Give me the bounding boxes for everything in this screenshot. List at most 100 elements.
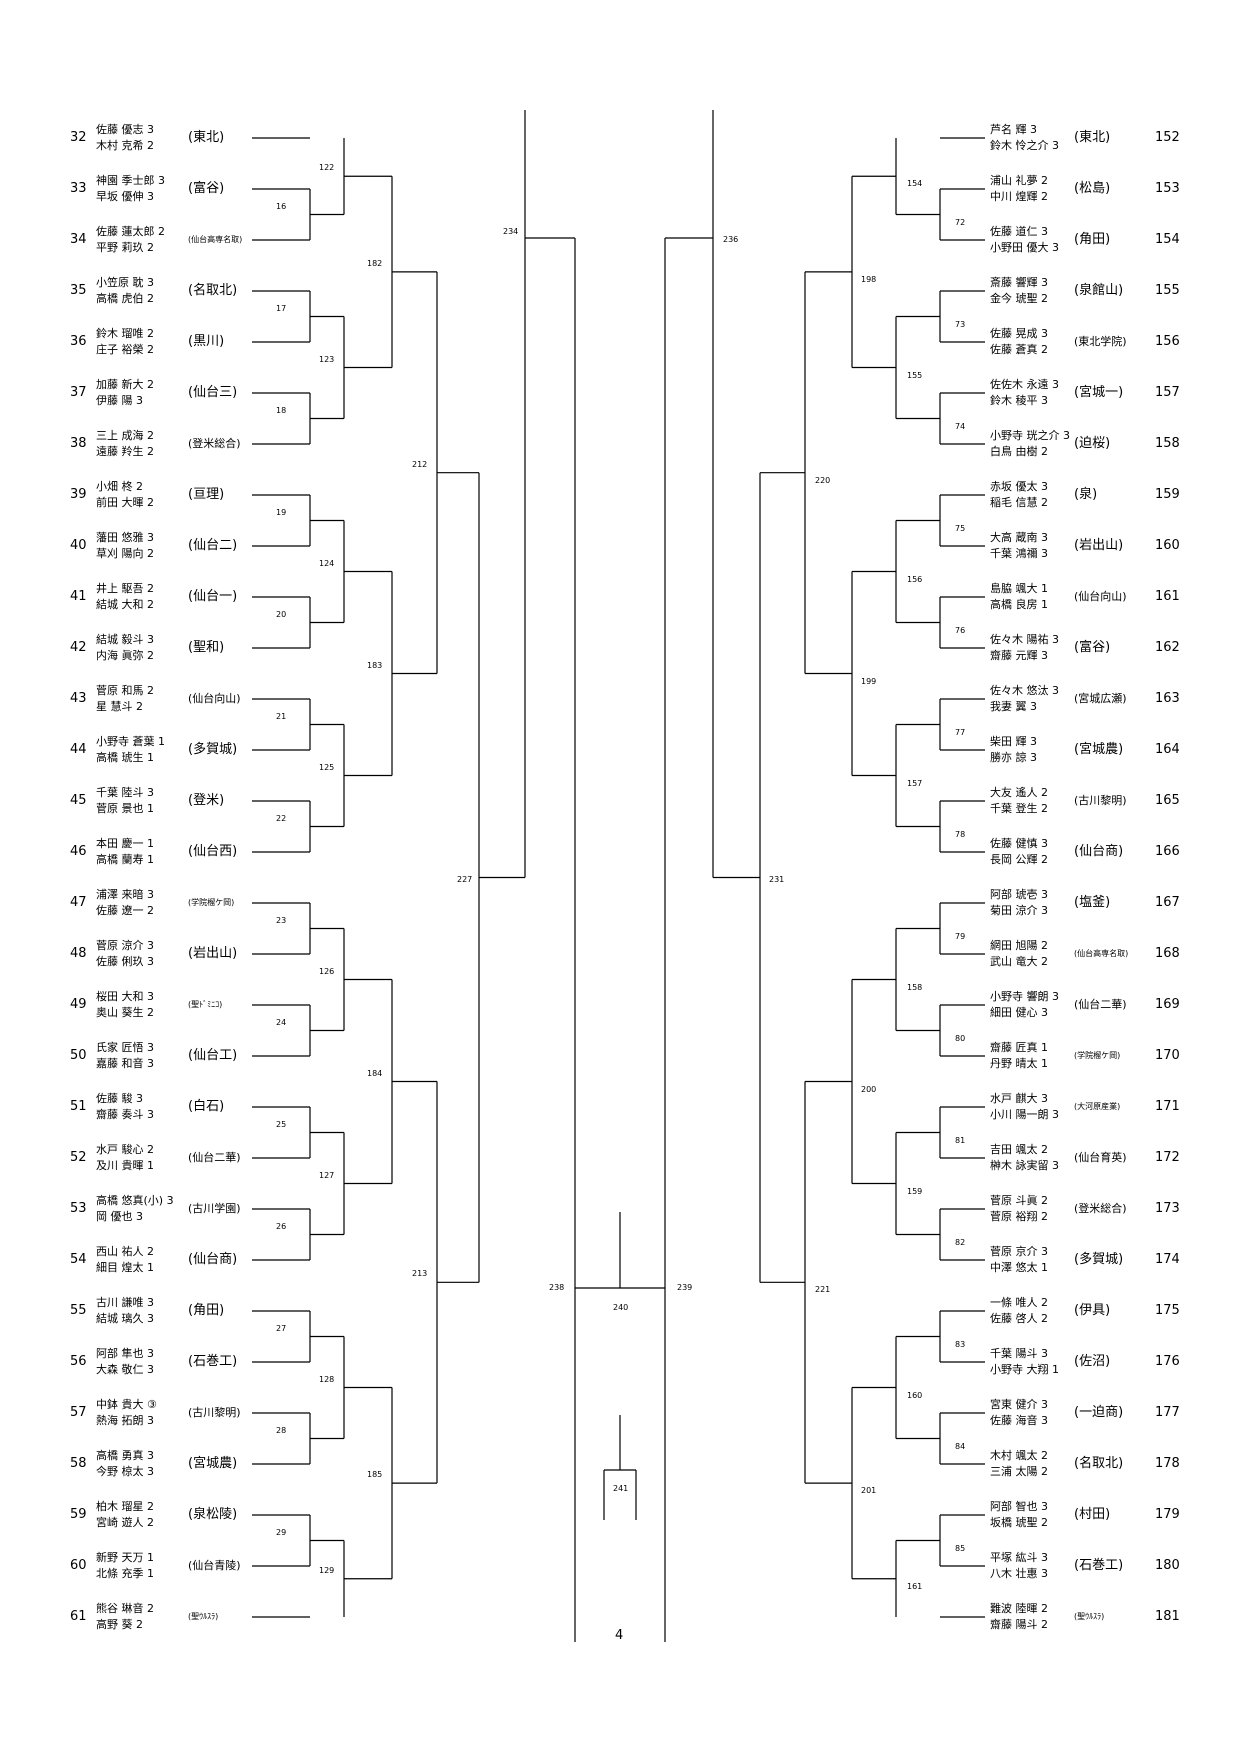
player-name: 高橋 良房 1 <box>990 598 1048 611</box>
match-number: 84 <box>955 1441 966 1451</box>
player-name: 斎藤 響輝 3 <box>990 276 1048 289</box>
school-name: (仙台二) <box>188 538 238 553</box>
school-name: (仙台二華) <box>188 1151 241 1164</box>
player-name: 丹野 晴太 1 <box>990 1057 1048 1070</box>
school-name: (多賀城) <box>188 742 238 757</box>
player-name: 小川 陽一朗 3 <box>990 1108 1059 1121</box>
player-name: 西山 祐人 2 <box>96 1245 154 1258</box>
school-name: (仙台商) <box>1074 844 1124 859</box>
match-number: 74 <box>955 421 966 431</box>
match-number: 72 <box>955 217 966 227</box>
match-number: 122 <box>319 163 335 173</box>
seed-number: 59 <box>70 1507 87 1522</box>
player-name: 今野 椋太 3 <box>96 1465 154 1478</box>
player-name: 一條 唯人 2 <box>990 1296 1048 1309</box>
match-number: 241 <box>613 1484 629 1493</box>
match-number: 240 <box>613 1303 629 1312</box>
player-name: 小野寺 蒼葉 1 <box>96 735 165 748</box>
player-name: 小野寺 大翔 1 <box>990 1363 1059 1376</box>
school-name: (富谷) <box>188 181 225 196</box>
seed-number: 48 <box>70 946 87 961</box>
match-number: 182 <box>367 258 383 268</box>
player-name: 遠藤 羚生 2 <box>96 445 154 458</box>
match-number: 227 <box>457 874 473 884</box>
player-name: 菅原 裕翔 2 <box>990 1210 1048 1223</box>
player-name: 平塚 紘斗 3 <box>990 1551 1048 1564</box>
school-name: (黒川) <box>188 334 225 349</box>
seed-number: 52 <box>70 1150 87 1165</box>
match-number: 29 <box>276 1527 287 1537</box>
player-name: 大友 遙人 2 <box>990 786 1048 799</box>
seed-number: 178 <box>1155 1456 1180 1471</box>
player-name: 我妻 翼 3 <box>990 700 1037 713</box>
school-name: (宮城農) <box>188 1456 238 1471</box>
seed-number: 53 <box>70 1201 87 1216</box>
school-name: (多賀城) <box>1074 1252 1124 1267</box>
school-name: (仙台高専名取) <box>1074 949 1129 958</box>
school-name: (泉館山) <box>1074 283 1124 298</box>
player-name: 齋藤 元輝 3 <box>990 649 1048 662</box>
player-name: 白鳥 由樹 2 <box>990 445 1048 458</box>
player-name: 島脇 颯大 1 <box>990 582 1048 595</box>
player-name: 高橋 虎伯 2 <box>96 292 154 305</box>
player-name: 鈴木 怜之介 3 <box>990 139 1059 152</box>
seed-number: 158 <box>1155 436 1180 451</box>
school-name: (石巻工) <box>1074 1558 1124 1573</box>
seed-number: 156 <box>1155 334 1180 349</box>
player-name: 木村 颯太 2 <box>990 1449 1048 1462</box>
school-name: (登米総合) <box>1074 1202 1127 1215</box>
match-number: 77 <box>955 727 966 737</box>
player-name: 古川 謙唯 3 <box>96 1296 154 1309</box>
player-name: 柏木 瑠星 2 <box>96 1500 154 1513</box>
match-number: 22 <box>276 813 287 823</box>
school-name: (名取北) <box>1074 1456 1124 1471</box>
player-name: 岡 優也 3 <box>96 1210 143 1223</box>
seed-number: 37 <box>70 385 87 400</box>
player-name: 佐々木 陽祐 3 <box>990 633 1059 646</box>
match-number: 127 <box>319 1170 335 1180</box>
seed-number: 50 <box>70 1048 87 1063</box>
player-name: 及川 貴暉 1 <box>96 1159 154 1172</box>
school-name: (白石) <box>188 1099 225 1114</box>
school-name: (佐沼) <box>1074 1354 1111 1369</box>
player-name: 三浦 太陽 2 <box>990 1465 1048 1478</box>
match-number: 79 <box>955 931 966 941</box>
seed-number: 46 <box>70 844 87 859</box>
match-number: 27 <box>276 1323 287 1333</box>
player-name: 結城 璃久 3 <box>96 1312 154 1325</box>
player-name: 早坂 優伸 3 <box>96 190 154 203</box>
seed-number: 54 <box>70 1252 87 1267</box>
school-name: (一迫商) <box>1074 1405 1124 1420</box>
school-name: (仙台三) <box>188 385 238 400</box>
seed-number: 159 <box>1155 487 1180 502</box>
player-name: 八木 壮惠 3 <box>990 1567 1048 1580</box>
match-number: 198 <box>861 274 877 284</box>
match-number: 85 <box>955 1543 966 1553</box>
match-number: 238 <box>549 1283 565 1292</box>
seed-number: 167 <box>1155 895 1180 910</box>
seed-number: 166 <box>1155 844 1180 859</box>
match-number: 199 <box>861 676 877 686</box>
school-name: (仙台青陵) <box>188 1559 241 1572</box>
match-number: 161 <box>907 1581 923 1591</box>
seed-number: 42 <box>70 640 87 655</box>
match-number: 155 <box>907 370 923 380</box>
player-name: 阿部 琥壱 3 <box>990 888 1048 901</box>
player-name: 熱海 拓朗 3 <box>96 1414 154 1427</box>
seed-number: 43 <box>70 691 87 706</box>
player-name: 榊木 詠実留 3 <box>990 1159 1059 1172</box>
player-name: 中川 煌輝 2 <box>990 190 1048 203</box>
player-name: 佐佐木 永遠 3 <box>990 378 1059 391</box>
school-name: (迫桜) <box>1074 436 1111 451</box>
seed-number: 57 <box>70 1405 87 1420</box>
seed-number: 41 <box>70 589 87 604</box>
player-name: 千葉 登生 2 <box>990 802 1048 815</box>
player-name: 佐藤 遼一 2 <box>96 904 154 917</box>
player-name: 千葉 鴻禰 3 <box>990 547 1048 560</box>
player-name: 佐藤 俐玖 3 <box>96 955 154 968</box>
school-name: (泉松陵) <box>188 1507 238 1522</box>
player-name: 木村 克希 2 <box>96 139 154 152</box>
player-name: 結城 毅斗 3 <box>96 633 154 646</box>
player-name: 庄子 裕榮 2 <box>96 343 154 356</box>
